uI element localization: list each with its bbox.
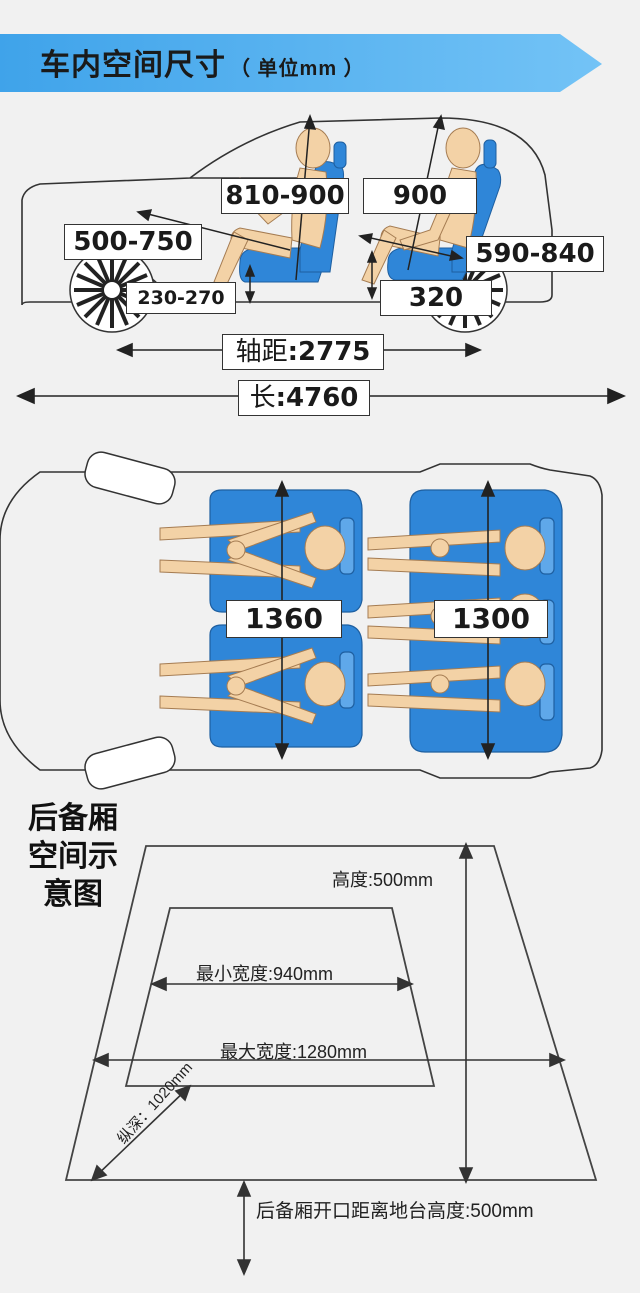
trunk-height-label: 高度:500mm <box>332 870 434 890</box>
trunk-title: 后备厢空间示意图 <box>18 800 128 914</box>
wheelbase-label: 轴距:2775 <box>222 334 384 370</box>
trunk-lift-height-label: 后备厢开口距离地台高度:500mm <box>256 1201 534 1222</box>
page-title-text: 车内空间尺寸 <box>40 49 226 82</box>
length-value: :4760 <box>275 383 359 413</box>
rear-headroom-label: 900 <box>363 178 477 214</box>
mirrors <box>84 451 176 790</box>
trunk-outer <box>64 845 598 1181</box>
trunk-max-width-label: 最大宽度:1280mm <box>220 1042 368 1062</box>
rear-legroom-label: 590-840 <box>466 236 604 272</box>
trunk-arrows <box>90 841 567 1277</box>
trunk-inner <box>124 907 436 1087</box>
page-title: 车内空间尺寸（ 单位mm ） <box>40 40 365 84</box>
trunk-title-line: 后备厢 <box>28 802 118 835</box>
length-text: 长 <box>249 383 276 413</box>
trunk-title-line: 意图 <box>43 878 103 911</box>
trunk-title-line: 空间示 <box>28 840 118 873</box>
banner-shape <box>0 34 602 92</box>
rear-seat-height-label: 320 <box>380 280 492 316</box>
wheelbase-value: :2775 <box>287 337 371 367</box>
unit-label: （ 单位mm ） <box>230 58 365 80</box>
length-label: 长:4760 <box>238 380 370 416</box>
front-legroom-label: 500-750 <box>64 224 202 260</box>
rear-shoulder-label: 1300 <box>434 600 548 638</box>
front-shoulder-label: 1360 <box>226 600 342 638</box>
front-seat-height-label: 230-270 <box>126 282 236 314</box>
wheelbase-text: 轴距 <box>235 337 288 367</box>
top-view-car <box>0 463 603 779</box>
front-seats-top <box>209 489 363 748</box>
trunk-min-width-label: 最小宽度:940mm <box>196 964 334 984</box>
trunk-diagram <box>64 845 598 1181</box>
front-headroom-label: 810-900 <box>221 178 349 214</box>
